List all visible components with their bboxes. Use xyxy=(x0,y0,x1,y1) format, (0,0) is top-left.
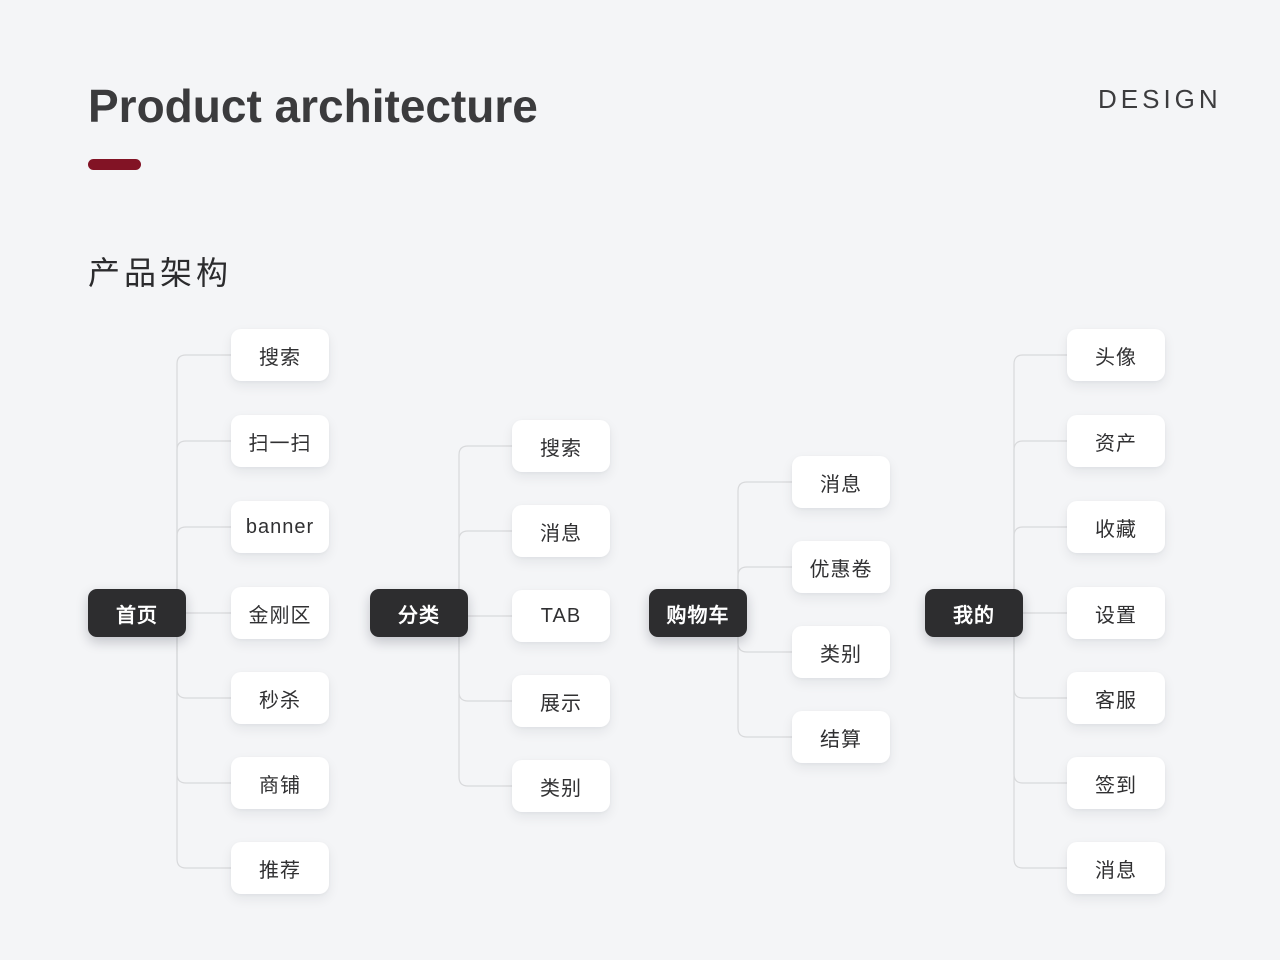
connector-line xyxy=(737,613,792,738)
parent-node: 首页 xyxy=(88,589,186,637)
child-node: banner xyxy=(231,501,329,553)
connector-line xyxy=(176,440,231,613)
child-node: 商铺 xyxy=(231,757,329,809)
parent-node: 购物车 xyxy=(649,589,747,637)
child-node: 消息 xyxy=(1067,842,1165,894)
connector-line xyxy=(737,566,792,613)
child-node: 优惠卷 xyxy=(792,541,890,593)
child-node: 金刚区 xyxy=(231,587,329,639)
connector-line xyxy=(176,526,231,613)
connector-line xyxy=(1013,440,1067,613)
parent-node: 我的 xyxy=(925,589,1023,637)
child-node: 类别 xyxy=(792,626,890,678)
connector-line xyxy=(1013,526,1067,613)
child-node: 类别 xyxy=(512,760,610,812)
child-node: 消息 xyxy=(792,456,890,508)
child-node: 收藏 xyxy=(1067,501,1165,553)
brand-label: DESIGN xyxy=(1098,84,1222,114)
child-node: 搜索 xyxy=(512,420,610,472)
title-accent-bar xyxy=(88,159,141,170)
connector-line xyxy=(176,613,231,869)
connector-line xyxy=(458,613,512,787)
child-node: 秒杀 xyxy=(231,672,329,724)
parent-node: 分类 xyxy=(370,589,468,637)
connector-line xyxy=(1013,613,1067,869)
child-node: 展示 xyxy=(512,675,610,727)
child-node: 扫一扫 xyxy=(231,415,329,467)
child-node: 设置 xyxy=(1067,587,1165,639)
child-node: TAB xyxy=(512,590,610,642)
child-node: 搜索 xyxy=(231,329,329,381)
connector-line xyxy=(176,354,231,613)
connector-line xyxy=(1013,354,1067,613)
child-node: 资产 xyxy=(1067,415,1165,467)
child-node: 推荐 xyxy=(231,842,329,894)
connector-line xyxy=(458,445,512,613)
child-node: 客服 xyxy=(1067,672,1165,724)
child-node: 消息 xyxy=(512,505,610,557)
connector-line xyxy=(458,530,512,613)
child-node: 签到 xyxy=(1067,757,1165,809)
child-node: 结算 xyxy=(792,711,890,763)
child-node: 头像 xyxy=(1067,329,1165,381)
connector-line xyxy=(737,481,792,613)
section-subtitle: 产品架构 xyxy=(88,255,233,291)
page-title: Product architecture xyxy=(88,80,538,132)
